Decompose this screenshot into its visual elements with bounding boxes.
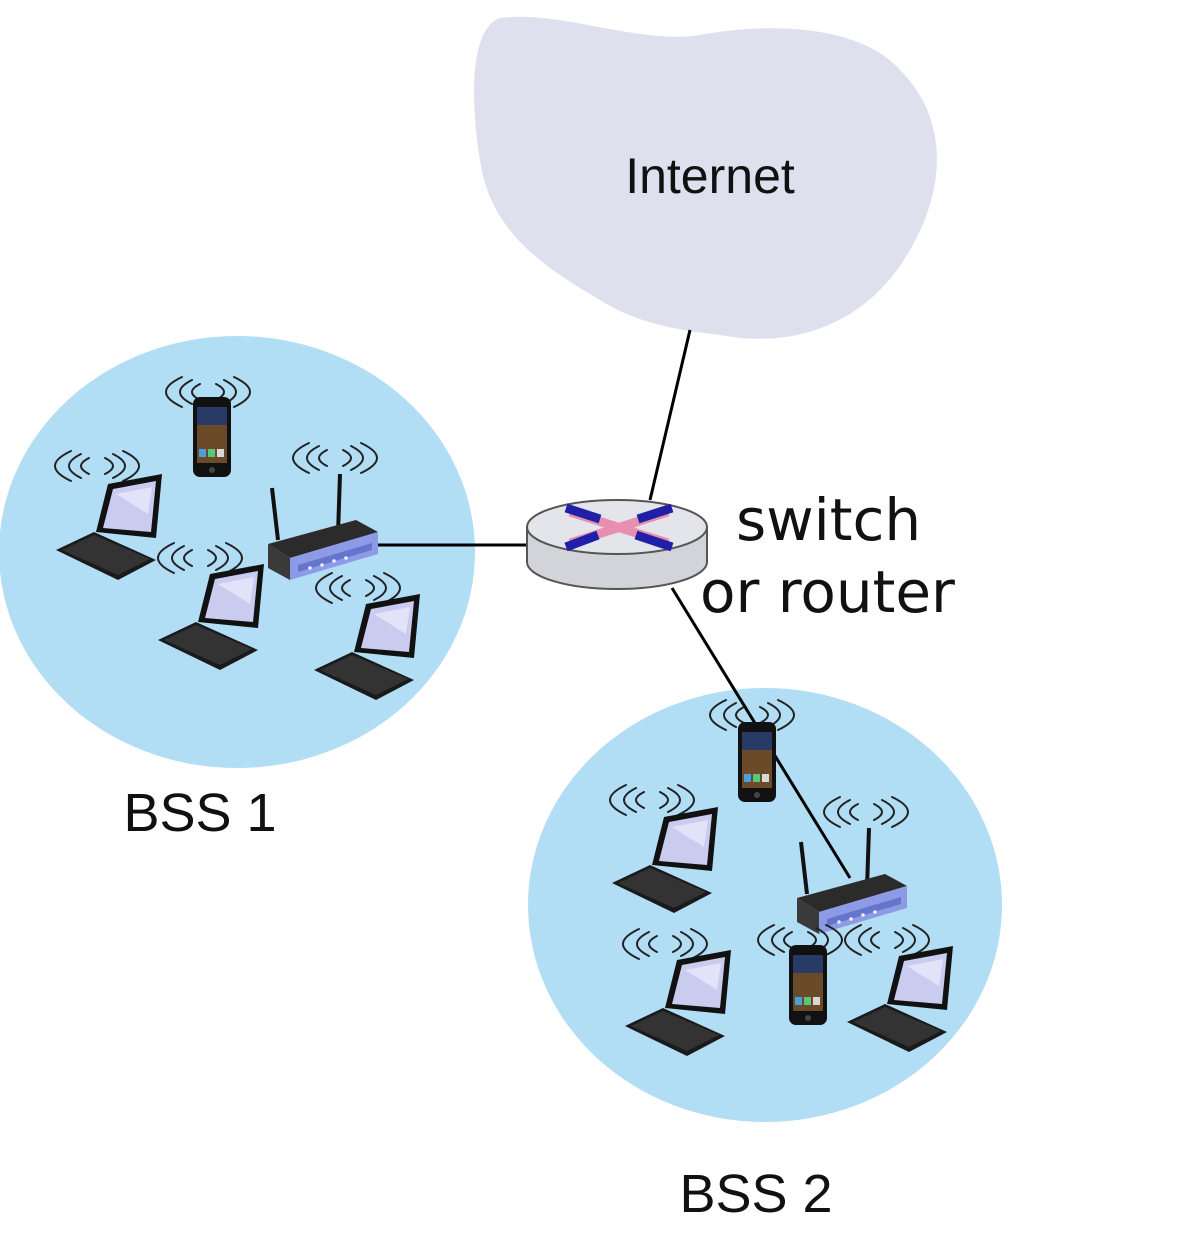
smartphone-icon: [193, 397, 231, 477]
link-internet-switch: [648, 329, 692, 501]
cloud-icon: [474, 16, 937, 339]
smartphone-icon: [738, 722, 776, 802]
switch-router-icon: [526, 499, 708, 590]
bss2-label: BSS 2: [679, 1164, 832, 1224]
switch-label-line2: or router: [700, 558, 955, 626]
switch-label-line1: switch: [736, 486, 921, 554]
bss1-label: BSS 1: [123, 783, 276, 843]
internet-label: Internet: [625, 148, 795, 204]
smartphone-icon: [789, 945, 827, 1025]
